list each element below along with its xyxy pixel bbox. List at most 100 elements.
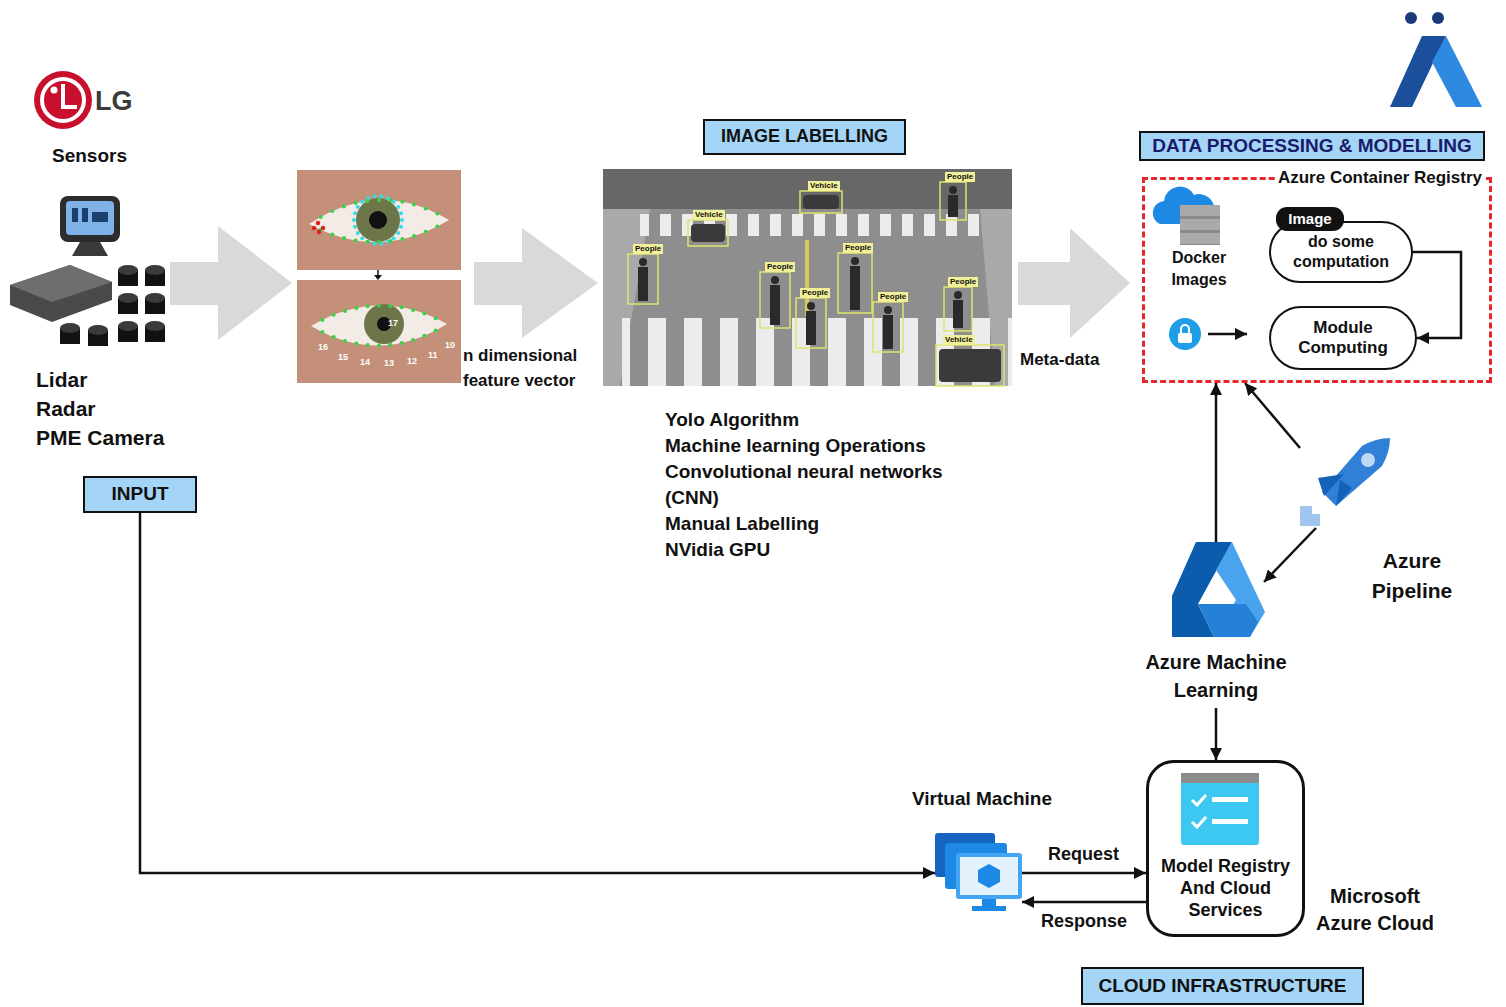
machine-learning-icon (1198, 604, 1258, 637)
landmark-dot (354, 238, 358, 242)
connector-arrow (1413, 252, 1461, 338)
sensor-kit (92, 212, 108, 222)
registry-box: Model Registry And Cloud Services (1146, 760, 1305, 937)
landmark-dot (434, 328, 438, 332)
registry-icon (1192, 795, 1206, 805)
landmark-dot (435, 212, 439, 216)
node-text: INPUT (112, 483, 169, 506)
detection-box (944, 287, 972, 331)
landmark-dot (412, 234, 416, 238)
landmark-dot (356, 205, 360, 209)
landmark-dot (343, 309, 347, 313)
docker-icon (1153, 187, 1220, 245)
detection-box (639, 258, 647, 266)
parking-sensor (60, 323, 80, 333)
landmark-dot (377, 240, 381, 244)
flow-label: Meta-data (1020, 349, 1099, 370)
landmark-dot (379, 194, 383, 198)
landmark-dot (360, 236, 364, 240)
sensor-kit (10, 265, 112, 302)
detection-box (953, 300, 963, 328)
landmark-dot (399, 225, 403, 229)
connector-arrow (1215, 708, 1218, 760)
landmark-dot (343, 339, 347, 343)
street-photo (603, 169, 1012, 386)
registry-icon (1192, 817, 1206, 827)
connector-arrow (1022, 872, 1146, 875)
stage-label-box: IMAGE LABELLING (703, 119, 906, 155)
service-icon: Azure Pipeline (1300, 438, 1390, 528)
landmark-dot (320, 304, 437, 348)
connector-arrow (1264, 528, 1316, 582)
parking-sensor (145, 265, 165, 275)
parking-sensor (145, 293, 165, 303)
landmark-dot (424, 206, 428, 210)
eye-photo (364, 304, 404, 344)
flow-block-arrow (474, 228, 598, 338)
pipeline-icon (1300, 438, 1390, 526)
landmark-dot (400, 237, 404, 241)
detection-box (691, 224, 725, 242)
detection-box (954, 291, 962, 299)
sensor-kit (10, 196, 165, 346)
landmark-number: 16 (318, 342, 328, 352)
docker-icon (1180, 233, 1220, 244)
detection-box (638, 267, 648, 301)
eye-photo (321, 226, 325, 230)
landmark-dot (366, 304, 370, 308)
lg-logo (34, 71, 92, 129)
landmark-dot (377, 344, 381, 348)
landmark-dot (412, 203, 416, 207)
node-text: do some computation (1281, 232, 1401, 272)
landmark-dot (400, 305, 404, 309)
detection-box (628, 254, 658, 304)
service-icon: Azure Machine Learning (1168, 542, 1264, 708)
technique-item: Manual Labelling (665, 511, 819, 537)
sensor-name: Lidar (36, 367, 87, 393)
landmark-dot (400, 341, 404, 345)
detection-box (807, 302, 815, 310)
landmark-dot (400, 218, 404, 222)
node-text: Azure Machine Learning (1136, 648, 1296, 704)
virtual-machine-icon (982, 899, 996, 907)
landmark-dot (400, 200, 404, 204)
node-text: Module Computing (1288, 318, 1398, 358)
landmark-dot (388, 343, 392, 347)
lg-logo (51, 87, 58, 94)
connector-label: Request (1045, 843, 1122, 865)
detection-box (949, 186, 957, 194)
landmark-dot (332, 335, 336, 339)
landmark-dot (396, 205, 400, 209)
landmark-dot (352, 218, 356, 222)
landmark-dot (320, 318, 324, 322)
stage-label-box: DATA PROCESSING & MODELLING (1139, 131, 1485, 161)
registry-icon (1181, 773, 1259, 845)
pipeline-icon (1300, 506, 1320, 526)
street-photo (622, 318, 1012, 386)
azure-logo (1432, 12, 1444, 24)
connector-arrow (1245, 383, 1300, 448)
brand-logo-text: LG (95, 84, 133, 118)
registry-icon (1212, 819, 1248, 824)
parking-sensor (118, 293, 138, 303)
landmark-dot (377, 198, 381, 202)
eye-photo (356, 198, 400, 242)
detection-box (883, 315, 893, 349)
detection-box (940, 182, 966, 220)
technique-item: Yolo Algorithm (665, 407, 799, 433)
azure-logo (1432, 36, 1482, 107)
connector-arrow (1022, 901, 1146, 904)
landmark-dot (319, 215, 323, 219)
eye-photo (374, 275, 382, 280)
icon-caption: Docker Images (1162, 247, 1236, 291)
virtual-machine-icon (978, 864, 1000, 888)
section-label: Sensors (52, 144, 127, 168)
landmark-dot (330, 209, 334, 213)
node-text: Virtual Machine (887, 787, 1077, 811)
landmark-number: 12 (407, 356, 417, 366)
flow-block-arrow (1018, 228, 1130, 338)
eye-photo (312, 226, 316, 230)
detection-box (838, 253, 872, 313)
eye-photo (317, 230, 321, 234)
parking-sensor (118, 265, 138, 275)
